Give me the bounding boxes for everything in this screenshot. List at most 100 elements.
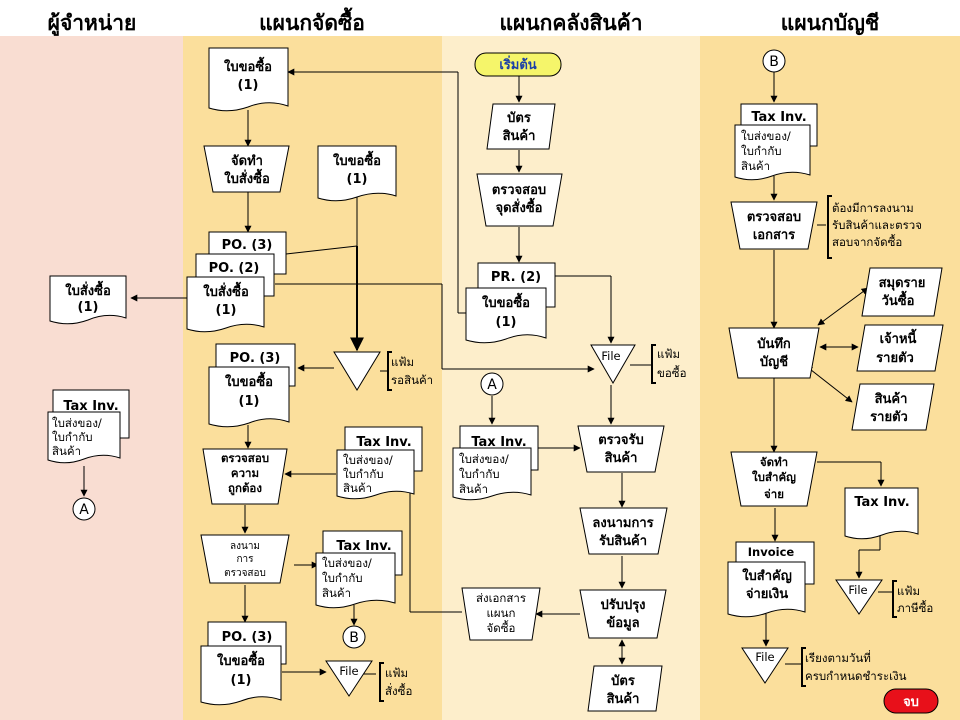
update-line2: ข้อมูล	[606, 615, 639, 631]
sign-receipt-process: ลงนามการ รับสินค้า	[579, 507, 668, 555]
check-reorder-line2: จุดสั่งซื้อ	[496, 197, 543, 216]
vendor-po-document: ใบสั่งซื้อ (1)	[49, 275, 127, 325]
acc-del-line3: สินค้า	[741, 159, 770, 173]
purchase-journal-ledger: สมุดราย วันซื้อ	[861, 267, 943, 317]
make-voucher-process: จัดทำ ใบสำคัญ จ่าย	[730, 451, 818, 507]
send-docs-line3: จัดซื้อ	[487, 620, 516, 635]
vendor-po-line2: (1)	[78, 300, 99, 315]
accounts-payable-ledger: เจ้าหนี้ รายตัว	[856, 324, 944, 372]
wh-tax-inv-label: Tax Inv.	[471, 435, 526, 450]
purchase-request-line2: (1)	[238, 78, 259, 93]
wh-del-line3: สินค้า	[459, 482, 488, 496]
stock-card-line2: สินค้า	[503, 128, 536, 144]
acc-del-line2: ใบกำกับ	[741, 144, 782, 158]
accounting-connector-b-label: B	[769, 54, 779, 70]
accounting-tax-invoice-doc-2: Tax Inv.	[844, 487, 919, 540]
record-line2: บัญชี	[760, 354, 788, 370]
journal-line1: สมุดราย	[879, 276, 926, 291]
sign-check-line1: ลงนาม	[230, 541, 260, 552]
purchase-request-line1: ใบขอซื้อ	[224, 56, 272, 75]
purchasing-tax-invoice-doc-2: Tax Inv. ใบส่งของ/ ใบกำกับ สินค้า	[315, 530, 403, 609]
purchase-request-2-line1: ใบขอซื้อ	[333, 150, 381, 169]
purchasing-tax-invoice-doc: Tax Inv. ใบส่งของ/ ใบกำกับ สินค้า	[336, 426, 423, 500]
start-terminator[interactable]: เริ่มต้น	[474, 52, 562, 77]
purchasing-del-line2: ใบกำกับ	[343, 467, 384, 481]
purchase-request-2-line2: (1)	[347, 172, 368, 187]
make-po-line1: จัดทำ	[231, 153, 263, 169]
vendor-connector-a-label: A	[79, 502, 89, 518]
check-docs-line2: เอกสาร	[753, 228, 795, 243]
tax-file-line1: แฟ้ม	[897, 584, 920, 598]
sign-check-process: ลงนาม การ ตรวจสอบ	[200, 534, 290, 584]
po3c-label: PO. (3)	[222, 630, 273, 645]
payable-line1: เจ้าหนี้	[880, 328, 917, 347]
po-stack: PO. (3) PO. (2) ใบสั่งซื้อ (1)	[186, 231, 287, 333]
note-line3: สอบจากจัดซื้อ	[832, 234, 902, 249]
pr2-label: PR. (2)	[491, 270, 541, 285]
signature-note: ต้องมีการลงนาม รับสินค้าและตรวจ สอบจากจั…	[817, 195, 922, 259]
vendor-delivery-line3: สินค้า	[52, 444, 81, 458]
request-file-line2: ขอซื้อ	[657, 365, 686, 380]
warehouse-tax-invoice-doc: Tax Inv. ใบส่งของ/ ใบกำกับ สินค้า	[452, 425, 539, 501]
receive-line1: ตรวจรับ	[598, 433, 644, 448]
request4-line2: (1)	[231, 673, 252, 688]
send-docs-line2: แผนก	[487, 606, 516, 620]
lane-vendor-bg	[0, 36, 183, 720]
check-accuracy-process: ตรวจสอบ ความ ถูกต้อง	[202, 448, 288, 505]
tax-file-label: File	[848, 583, 867, 597]
purchasing-del-line3: สินค้า	[343, 481, 372, 495]
payable-line2: รายตัว	[876, 351, 914, 366]
journal-line2: วันซื้อ	[882, 290, 915, 309]
pr-request-stack: PR. (2) ใบขอซื้อ (1)	[465, 262, 556, 344]
inventory-ledger: สินค้า รายตัว	[851, 383, 935, 431]
po-file-line1: แฟ้ม	[385, 666, 408, 680]
wh-request-line1: ใบขอซื้อ	[482, 292, 530, 311]
purchasing-tax-inv-2-label: Tax Inv.	[336, 539, 391, 554]
send-docs-line1: ส่งเอกสาร	[476, 591, 526, 605]
stock-card-input-2: บัตร สินค้า	[587, 665, 663, 712]
request-file-label: File	[601, 349, 620, 363]
lane-title-purchasing: แผนกจัดซื้อ	[259, 7, 365, 35]
invoice-label: Invoice	[748, 545, 795, 559]
check-reorder-process: ตรวจสอบ จุดสั่งซื้อ	[476, 173, 563, 227]
due-file-label: File	[755, 650, 774, 664]
po3-request-stack-2: PO. (3) ใบขอซื้อ (1)	[200, 621, 287, 706]
make-po-process: จัดทำ ใบสั่งซื้อ	[203, 145, 290, 193]
stock-card2-line1: บัตร	[611, 674, 635, 689]
check-reorder-line1: ตรวจสอบ	[492, 183, 546, 198]
po-file-line2: สั่งซื้อ	[385, 683, 412, 698]
send-docs-process: ส่งเอกสาร แผนก จัดซื้อ	[461, 587, 541, 641]
note-line1: ต้องมีการลงนาม	[832, 201, 914, 215]
po3b-label: PO. (3)	[230, 351, 281, 366]
request-file: File แฟ้ม ขอซื้อ	[590, 344, 686, 384]
purchasing-del2-line1: ใบส่งของ/	[322, 556, 372, 570]
note-line2: รับสินค้าและตรวจ	[832, 218, 922, 232]
lane-title-vendor: ผู้จำหน่าย	[48, 11, 137, 37]
due-line2: ครบกำหนดชำระเงิน	[805, 669, 907, 683]
sign-check-line3: ตรวจสอบ	[224, 568, 266, 579]
accounting-tax-invoice-doc: Tax Inv. ใบส่งของ/ ใบกำกับ สินค้า	[734, 103, 818, 181]
vendor-delivery-line1: ใบส่งของ/	[52, 416, 102, 430]
lane-title-warehouse: แผนกคลังสินค้า	[499, 11, 642, 35]
vendor-tax-inv-label: Tax Inv.	[63, 399, 118, 414]
acc-tax-inv-2-label: Tax Inv.	[854, 495, 909, 510]
request3-line2: (1)	[239, 394, 260, 409]
purchasing-connector-b: B	[342, 625, 366, 649]
update-line1: ปรับปรุง	[600, 598, 645, 613]
wh-del-line2: ใบกำกับ	[459, 467, 500, 481]
acc-tax-inv-label: Tax Inv.	[751, 110, 806, 125]
check-documents-process: ตรวจสอบ เอกสาร	[730, 201, 818, 250]
request4-line1: ใบขอซื้อ	[217, 650, 265, 669]
wait-file-line2: รอสินค้า	[391, 373, 433, 387]
check-docs-line1: ตรวจสอบ	[747, 210, 801, 225]
payment-voucher-stack: Invoice ใบสำคัญ จ่ายเงิน	[727, 541, 815, 618]
record-line1: บันทึก	[757, 336, 791, 352]
acc-del-line1: ใบส่งของ/	[741, 129, 791, 143]
po2-label: PO. (2)	[209, 261, 260, 276]
request3-line1: ใบขอซื้อ	[225, 371, 273, 390]
due-line1: เรียงตามวันที่	[805, 650, 871, 665]
request-file-line1: แฟ้ม	[657, 347, 680, 361]
end-terminator[interactable]: จบ	[883, 688, 939, 714]
po-file-label: File	[339, 664, 358, 678]
